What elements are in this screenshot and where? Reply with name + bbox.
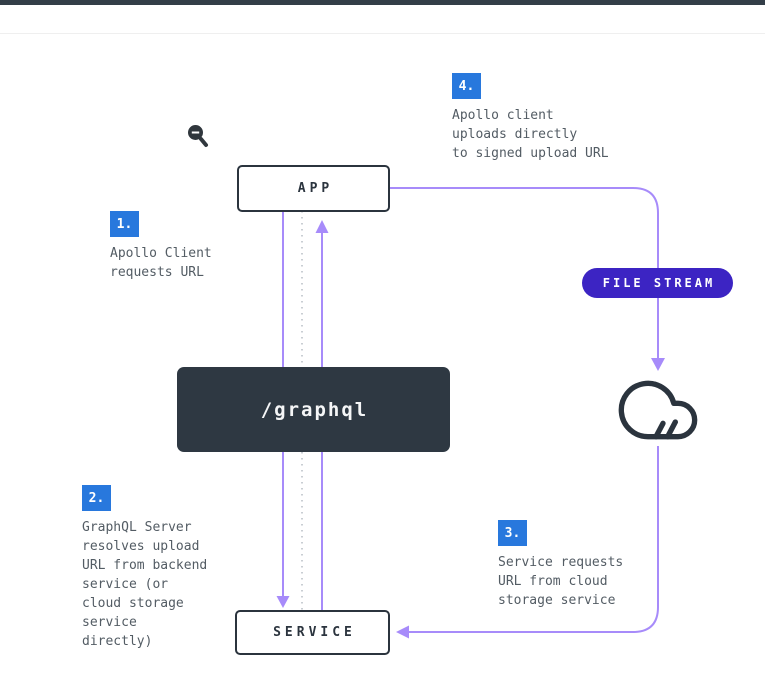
step-1-text: Apollo Client requests URL [110, 246, 212, 280]
arrowhead-down-service [276, 596, 290, 608]
step-4-badge: 4. [452, 73, 481, 99]
step-2: 2. GraphQL Server resolves upload URL fr… [82, 485, 207, 651]
step-4-text: Apollo client uploads directly to signed… [452, 108, 609, 161]
step-3: 3. Service requests URL from cloud stora… [498, 520, 623, 610]
step-1: 1. Apollo Client requests URL [110, 211, 212, 282]
arrowhead-left-service [396, 625, 409, 639]
node-app-label: APP [297, 181, 334, 196]
arrowhead-up-app [315, 220, 329, 233]
node-graphql-label: /graphql [260, 398, 369, 421]
step-2-badge: 2. [82, 485, 111, 511]
file-stream-pill: FILE STREAM [582, 268, 733, 298]
zoom-out-cursor-icon [186, 123, 211, 150]
window-top-bar [0, 0, 765, 5]
cloud-icon [618, 380, 698, 440]
step-1-badge: 1. [110, 211, 139, 237]
node-service-label: SERVICE [273, 625, 356, 640]
header-divider [0, 33, 765, 34]
step-4: 4. Apollo client uploads directly to sig… [452, 73, 609, 163]
node-service: SERVICE [235, 610, 390, 655]
node-app: APP [237, 165, 390, 212]
node-graphql: /graphql [177, 367, 450, 452]
file-stream-label: FILE STREAM [602, 276, 716, 290]
step-3-text: Service requests URL from cloud storage … [498, 555, 624, 608]
step-2-text: GraphQL Server resolves upload URL from … [82, 520, 208, 649]
step-3-badge: 3. [498, 520, 527, 546]
